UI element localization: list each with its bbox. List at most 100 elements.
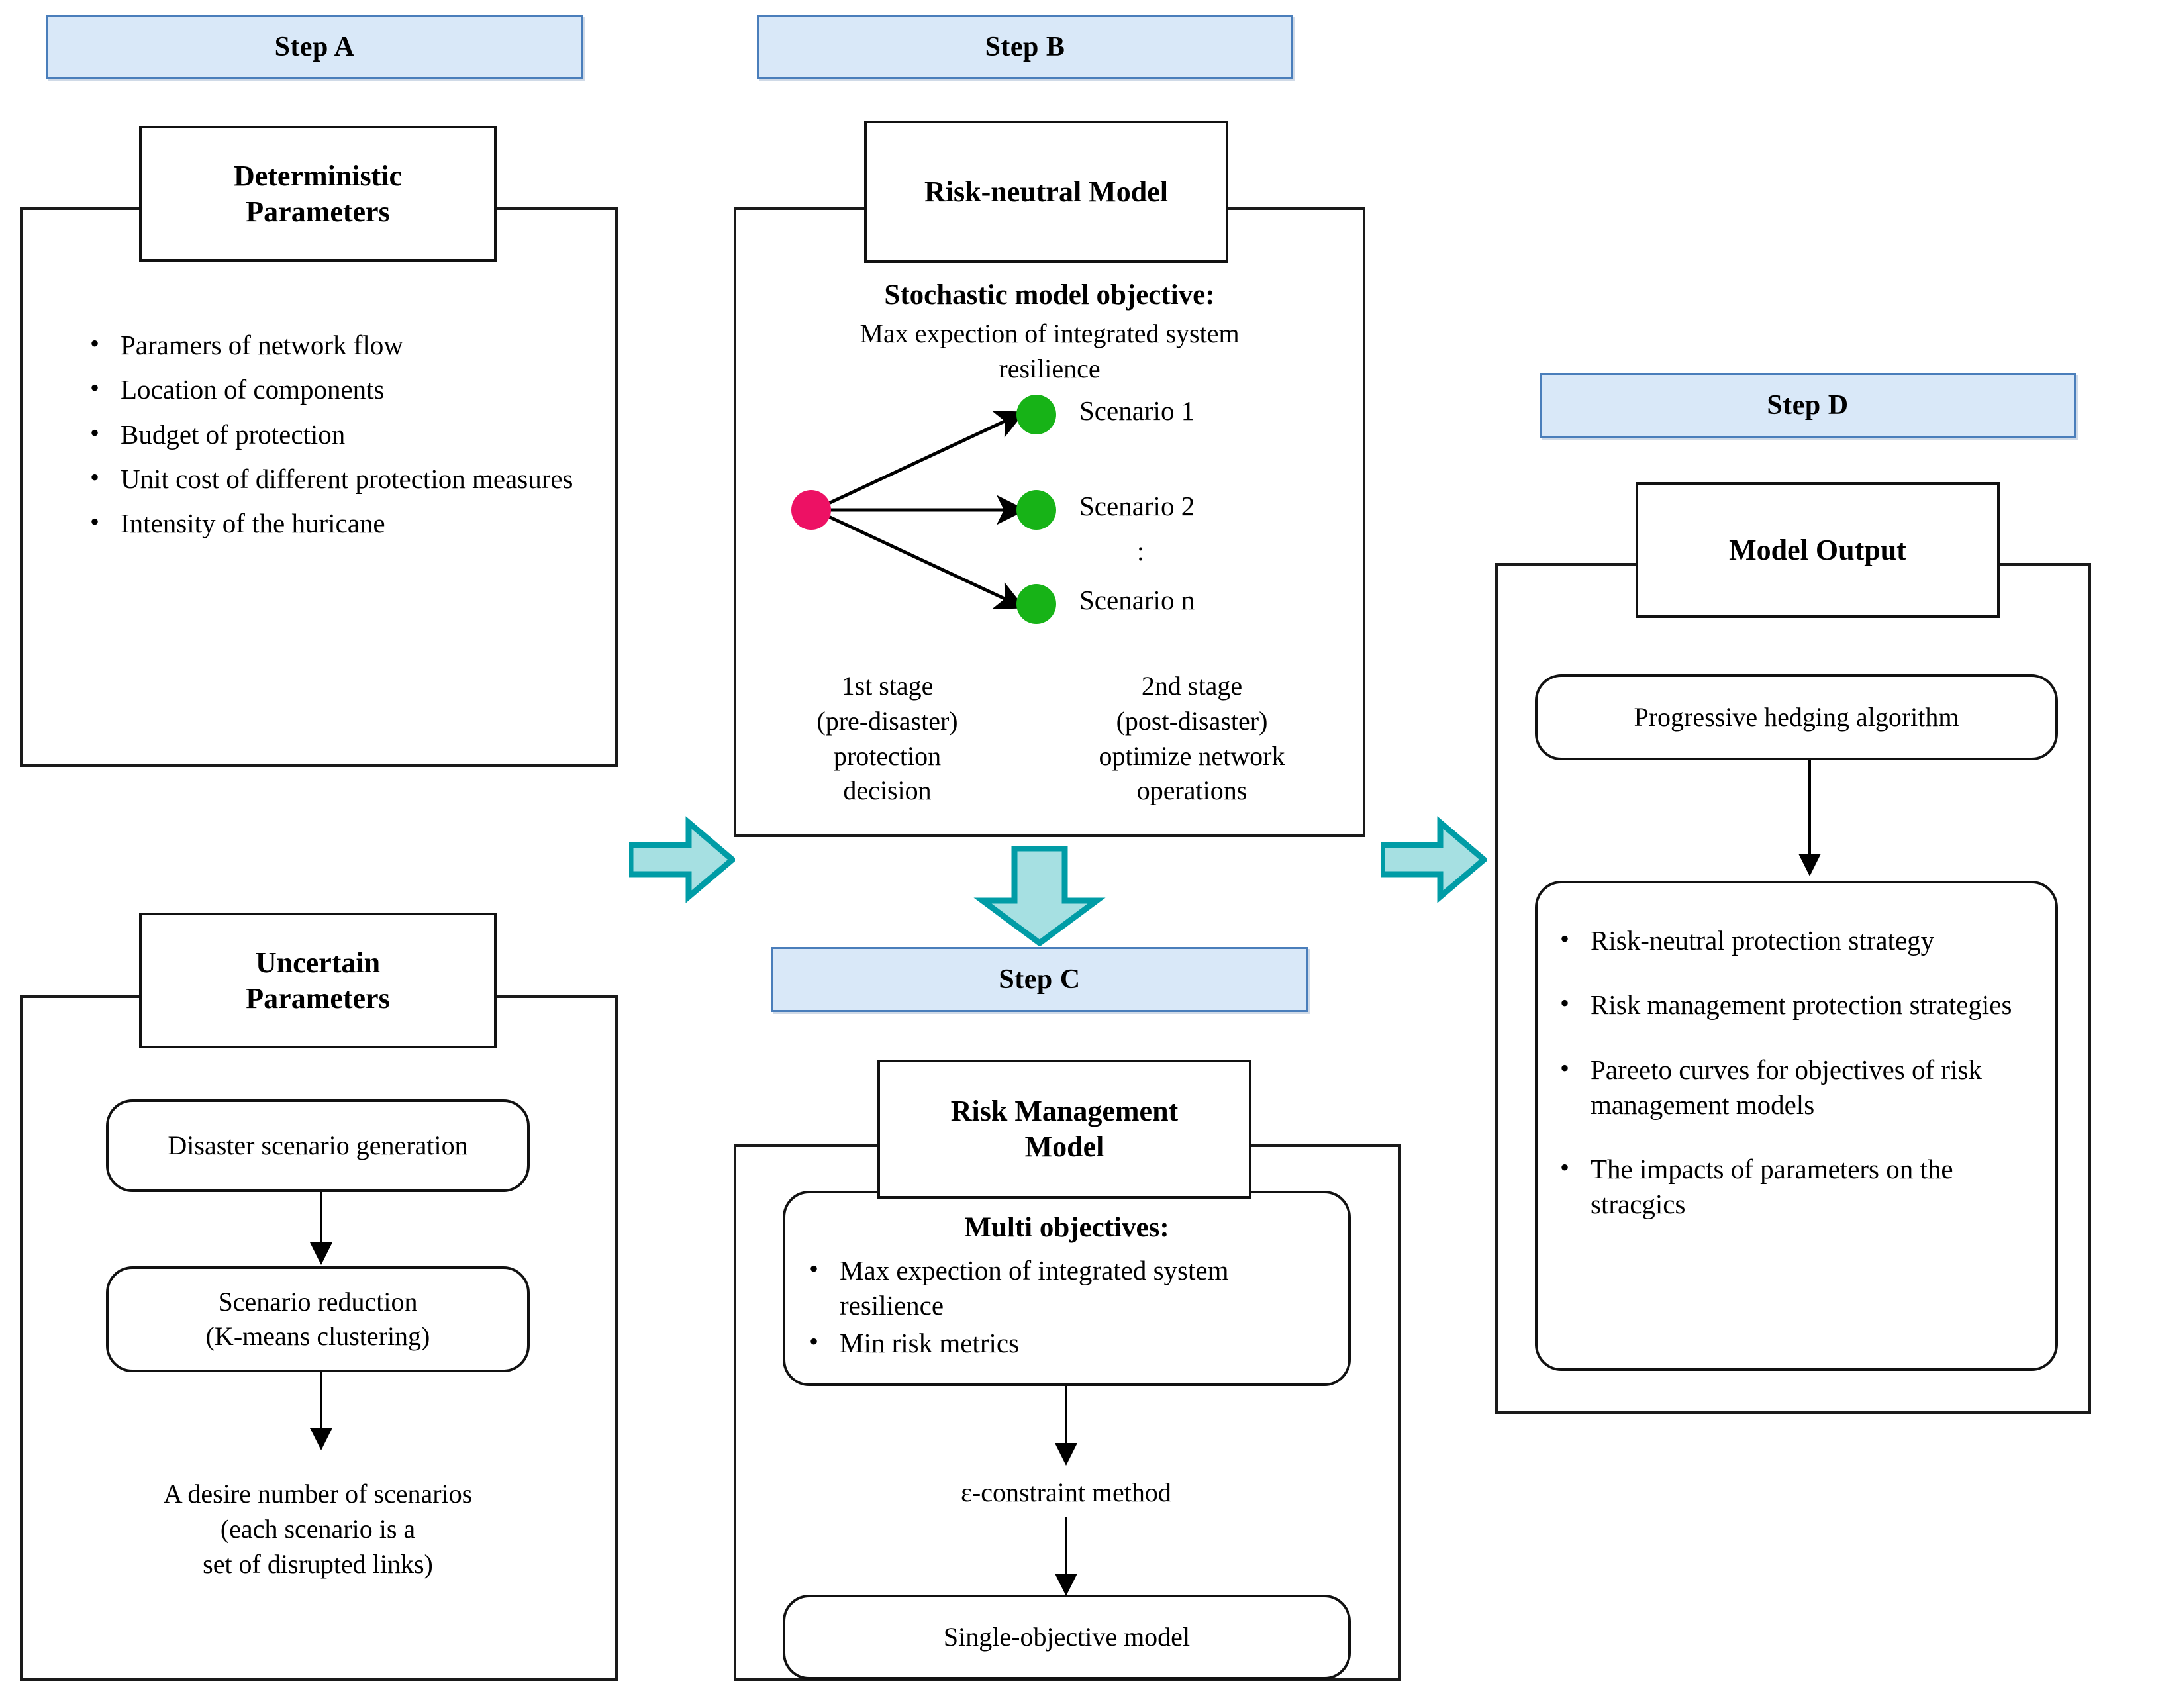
- arrow-shaft: [320, 1372, 322, 1429]
- step-d-banner-label: Step D: [1767, 390, 1849, 421]
- scenario-2-label: Scenario 2: [1079, 491, 1195, 521]
- stage-2-line4: operations: [1136, 776, 1248, 806]
- list-item-label: Unit cost of different protection measur…: [121, 463, 573, 494]
- scenario-ellipsis-label: :: [1137, 536, 1145, 566]
- list-item-label: Risk-neutral protection strategy: [1591, 925, 1935, 956]
- list-item: Unit cost of different protection measur…: [86, 460, 596, 497]
- arrow-shaft: [1065, 1386, 1067, 1444]
- arrow-step-a-to-step-b-icon: [629, 813, 735, 906]
- progressive-hedging-label: Progressive hedging algorithm: [1634, 702, 1959, 732]
- scenario-outcome-text: A desire number of scenarios (each scena…: [73, 1477, 563, 1582]
- multi-objectives-list: Max expection of integrated system resil…: [805, 1252, 1328, 1364]
- scenario-n-label: Scenario n: [1079, 585, 1195, 615]
- model-output-title: Model Output: [1636, 482, 2000, 618]
- list-item-label: Risk management protection strategies: [1591, 989, 2012, 1021]
- step-c-banner-label: Step C: [999, 964, 1081, 995]
- model-output-title-label: Model Output: [1729, 533, 1906, 566]
- list-item-label: The impacts of parameters on the stracgi…: [1591, 1154, 1953, 1220]
- arrow-reduction-to-outcome: [308, 1372, 334, 1450]
- step-c-banner: Step C: [771, 947, 1308, 1012]
- stage-1-line1: 1st stage: [841, 671, 934, 701]
- list-item: Intensity of the huricane: [86, 505, 596, 541]
- list-item-label: Pareeto curves for objectives of risk ma…: [1591, 1054, 1982, 1120]
- uncertain-parameters-title: Uncertain Parameters: [139, 913, 497, 1048]
- arrow-head: [310, 1242, 332, 1265]
- scenario-reduction-line2: (K-means clustering): [205, 1321, 430, 1351]
- risk-neutral-model-title: Risk-neutral Model: [864, 121, 1228, 263]
- scenario-outcome-line2: (each scenario is a: [220, 1513, 416, 1544]
- multi-objectives-heading: Multi objectives:: [964, 1212, 1169, 1243]
- arrow-step-b-to-step-c-icon: [973, 846, 1106, 946]
- step-a-banner: Step A: [46, 15, 583, 79]
- arrow-shaft: [1065, 1517, 1067, 1575]
- deterministic-parameters-title-line1: Deterministic: [233, 159, 403, 192]
- stage-1-line4: decision: [843, 776, 932, 806]
- list-item: Budget of protection: [86, 416, 596, 452]
- tree-branch-1: [813, 411, 1026, 512]
- leaf-node-1: [1016, 395, 1056, 434]
- stochastic-objective-line2: resilience: [999, 353, 1101, 383]
- disaster-scenario-generation-box: Disaster scenario generation: [106, 1099, 530, 1192]
- multi-objectives-box: Multi objectives: Max expection of integ…: [783, 1191, 1351, 1386]
- list-item: Location of components: [86, 371, 596, 407]
- scenario-reduction-line1: Scenario reduction: [218, 1287, 418, 1317]
- arrow-shaft: [320, 1192, 322, 1244]
- root-node: [791, 490, 831, 530]
- arrow-head: [310, 1428, 332, 1450]
- list-item: The impacts of parameters on the stracgi…: [1556, 1150, 2029, 1223]
- deterministic-parameters-title: Deterministic Parameters: [139, 126, 497, 262]
- list-item-label: Paramers of network flow: [121, 330, 403, 360]
- arrow-head: [1055, 1574, 1077, 1596]
- scenario-tree: Scenario 1 Scenario 2 : Scenario n: [788, 391, 1212, 629]
- model-output-list-box: Risk-neutral protection strategy Risk ma…: [1535, 881, 2058, 1371]
- list-item: Risk-neutral protection strategy: [1556, 922, 2029, 958]
- stochastic-objective-text: Max expection of integrated system resil…: [755, 317, 1344, 387]
- stage-1-caption: 1st stage (pre-disaster) protection deci…: [758, 669, 1016, 809]
- scenario-tree-svg: [791, 395, 1056, 624]
- stage-1-line3: protection: [833, 740, 942, 771]
- stochastic-objective-heading: Stochastic model objective:: [755, 277, 1344, 315]
- stage-1-line2: (pre-disaster): [816, 705, 958, 736]
- scenario-1-label: Scenario 1: [1079, 395, 1195, 426]
- single-objective-model-box: Single-objective model: [783, 1595, 1351, 1680]
- deterministic-parameters-title-line2: Parameters: [246, 195, 390, 228]
- uncertain-parameters-title-line1: Uncertain: [255, 946, 381, 979]
- deterministic-parameters-list: Paramers of network flow Location of com…: [86, 327, 596, 550]
- list-item-label: Budget of protection: [121, 419, 346, 450]
- arrow-generation-to-reduction: [308, 1192, 334, 1265]
- progressive-hedging-box: Progressive hedging algorithm: [1535, 674, 2058, 760]
- arrow-head: [1055, 1443, 1077, 1466]
- scenario-outcome-line3: set of disrupted links): [203, 1548, 433, 1579]
- stochastic-objective-line1: Max expection of integrated system: [859, 319, 1240, 348]
- leaf-node-3: [1016, 584, 1056, 624]
- arrow-hedging-to-outputs: [1796, 760, 1823, 876]
- arrow-step-b-to-step-d-icon: [1381, 813, 1487, 906]
- step-d-banner: Step D: [1540, 373, 2076, 438]
- arrow-head: [1798, 854, 1821, 876]
- leaf-node-2: [1016, 490, 1056, 530]
- list-item: Pareeto curves for objectives of risk ma…: [1556, 1051, 2029, 1123]
- step-a-banner-label: Step A: [274, 32, 355, 62]
- stage-2-line1: 2nd stage: [1141, 671, 1243, 701]
- list-item-label: Location of components: [121, 374, 385, 405]
- model-output-list: Risk-neutral protection strategy Risk ma…: [1556, 922, 2029, 1252]
- arrow-shaft: [1808, 760, 1811, 855]
- risk-management-model-title-line2: Model: [1024, 1130, 1104, 1163]
- epsilon-constraint-text: ε-constraint method: [961, 1478, 1171, 1507]
- stage-2-line3: optimize network: [1099, 740, 1285, 771]
- risk-management-model-title-line1: Risk Management: [950, 1095, 1179, 1128]
- disaster-scenario-generation-label: Disaster scenario generation: [168, 1130, 468, 1160]
- tree-branch-3: [813, 508, 1026, 609]
- step-b-banner: Step B: [757, 15, 1293, 79]
- list-item-label: Min risk metrics: [840, 1328, 1020, 1359]
- list-item-label: Max expection of integrated system resil…: [840, 1254, 1229, 1321]
- scenario-reduction-box: Scenario reduction (K-means clustering): [106, 1266, 530, 1372]
- arrow-objectives-to-method: [1053, 1386, 1079, 1466]
- uncertain-parameters-title-line2: Parameters: [246, 981, 390, 1015]
- list-item: Min risk metrics: [805, 1325, 1328, 1361]
- list-item: Paramers of network flow: [86, 327, 596, 363]
- arrow-method-to-result: [1053, 1517, 1079, 1596]
- stage-2-line2: (post-disaster): [1116, 705, 1268, 736]
- stage-2-caption: 2nd stage (post-disaster) optimize netwo…: [1046, 669, 1338, 809]
- epsilon-constraint-label: ε-constraint method: [867, 1476, 1265, 1511]
